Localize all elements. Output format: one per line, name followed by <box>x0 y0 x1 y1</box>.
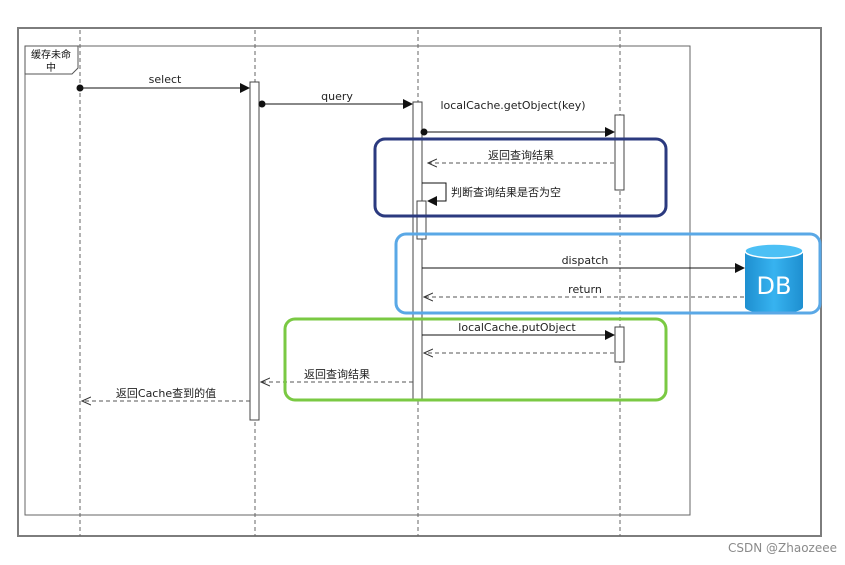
get-object-label: localCache.getObject(key) <box>440 99 585 112</box>
check-empty-self-arrow <box>422 182 447 206</box>
db-return-label: return <box>568 283 602 296</box>
dispatch-label: dispatch <box>562 254 609 267</box>
db-label: DB <box>757 272 792 300</box>
highlight-box-cache-put <box>283 317 668 402</box>
frame-title-line2: 中 <box>46 61 56 74</box>
frame-title-tab <box>24 45 79 75</box>
return-query-result-label: 返回查询结果 <box>488 148 554 162</box>
activation-cache-put <box>614 326 625 363</box>
activation-executor <box>412 101 423 401</box>
return-query-result-2-label: 返回查询结果 <box>304 367 370 381</box>
return-cache-value-label: 返回Cache查到的值 <box>116 386 216 400</box>
database-icon: DB <box>744 243 804 314</box>
interaction-frame <box>24 45 691 516</box>
activation-executor-nested <box>416 200 427 240</box>
query-label: query <box>321 90 353 103</box>
activation-service <box>249 81 260 421</box>
put-object-label: localCache.putObject <box>458 321 576 334</box>
highlight-box-db-dispatch <box>394 232 822 315</box>
select-label: select <box>149 73 182 86</box>
check-empty-label: 判断查询结果是否为空 <box>451 185 561 199</box>
frame-title-line1: 缓存未命 <box>31 48 71 61</box>
highlight-box-cache-query <box>373 137 668 218</box>
activation-cache-get <box>614 114 625 191</box>
watermark: CSDN @Zhaozeee <box>728 541 837 555</box>
